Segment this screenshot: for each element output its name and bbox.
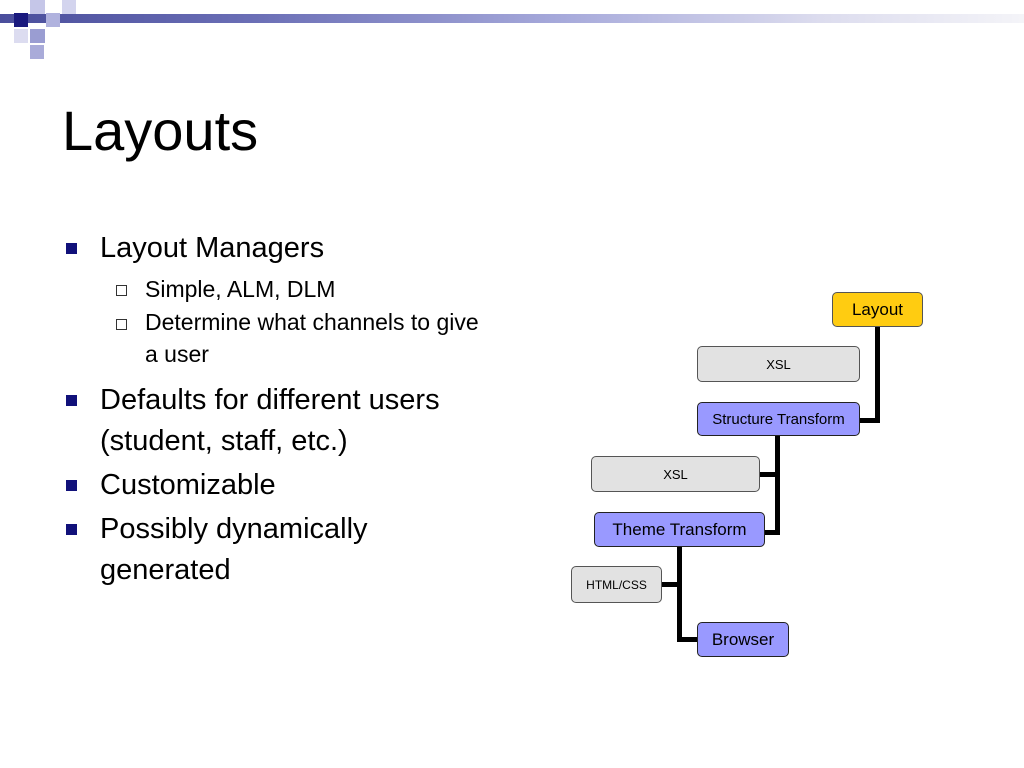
connector-line bbox=[859, 418, 880, 423]
slide-title: Layouts bbox=[62, 99, 259, 162]
bullet-text: Layout Managers bbox=[100, 232, 325, 264]
connector-line bbox=[677, 637, 699, 642]
square-bullet-icon bbox=[66, 480, 77, 491]
hollow-square-bullet-icon bbox=[116, 285, 127, 296]
node-label: Browser bbox=[711, 629, 775, 649]
bullet-item: Layout Managers bbox=[64, 228, 504, 269]
connector-line bbox=[759, 472, 780, 477]
header-square-mid bbox=[30, 45, 44, 59]
bullet-list: Layout Managers Simple, ALM, DLM Determi… bbox=[64, 228, 504, 594]
node-label: Layout bbox=[851, 299, 904, 319]
browser-node: Browser bbox=[697, 622, 789, 657]
square-bullet-icon bbox=[66, 395, 77, 406]
bullet-text: Possibly dynamically generated bbox=[100, 513, 368, 586]
sub-bullet-text: Simple, ALM, DLM bbox=[145, 276, 336, 302]
node-label: Theme Transform bbox=[612, 519, 747, 539]
header-square-light bbox=[62, 0, 76, 14]
node-label: Structure Transform bbox=[712, 410, 845, 428]
bullet-item: Possibly dynamically generated bbox=[64, 509, 460, 591]
xsl-node: XSL bbox=[697, 346, 860, 382]
connector-line bbox=[759, 530, 780, 535]
connector-line bbox=[775, 436, 780, 535]
xsl-node: XSL bbox=[591, 456, 760, 492]
sub-bullet-text: Determine what channels to give a user bbox=[145, 309, 479, 367]
header-gradient-band bbox=[0, 14, 1024, 23]
connector-line bbox=[875, 327, 880, 423]
bullet-text: Defaults for different users (student, s… bbox=[100, 384, 440, 457]
theme-transform-node: Theme Transform bbox=[594, 512, 765, 547]
structure-transform-node: Structure Transform bbox=[697, 402, 860, 436]
square-bullet-icon bbox=[66, 243, 77, 254]
header-square-light bbox=[46, 13, 60, 27]
bullet-text: Customizable bbox=[100, 469, 276, 501]
node-label: HTML/CSS bbox=[586, 577, 647, 592]
header-square-mid bbox=[30, 29, 45, 43]
connector-line bbox=[677, 546, 682, 642]
header-square-navy bbox=[14, 13, 28, 27]
layout-node: Layout bbox=[832, 292, 923, 327]
header-square-light bbox=[14, 29, 28, 43]
sub-bullet-item: Simple, ALM, DLM bbox=[64, 272, 504, 306]
connector-line bbox=[660, 582, 682, 587]
node-label: XSL bbox=[663, 466, 688, 482]
bullet-item: Defaults for different users (student, s… bbox=[64, 380, 500, 462]
bullet-item: Customizable bbox=[64, 465, 504, 506]
header-square-light bbox=[30, 0, 45, 14]
html-css-node: HTML/CSS bbox=[571, 566, 662, 603]
sub-bullet-item: Determine what channels to give a user bbox=[64, 306, 485, 370]
hollow-square-bullet-icon bbox=[116, 319, 127, 330]
square-bullet-icon bbox=[66, 524, 77, 535]
node-label: XSL bbox=[766, 356, 791, 372]
